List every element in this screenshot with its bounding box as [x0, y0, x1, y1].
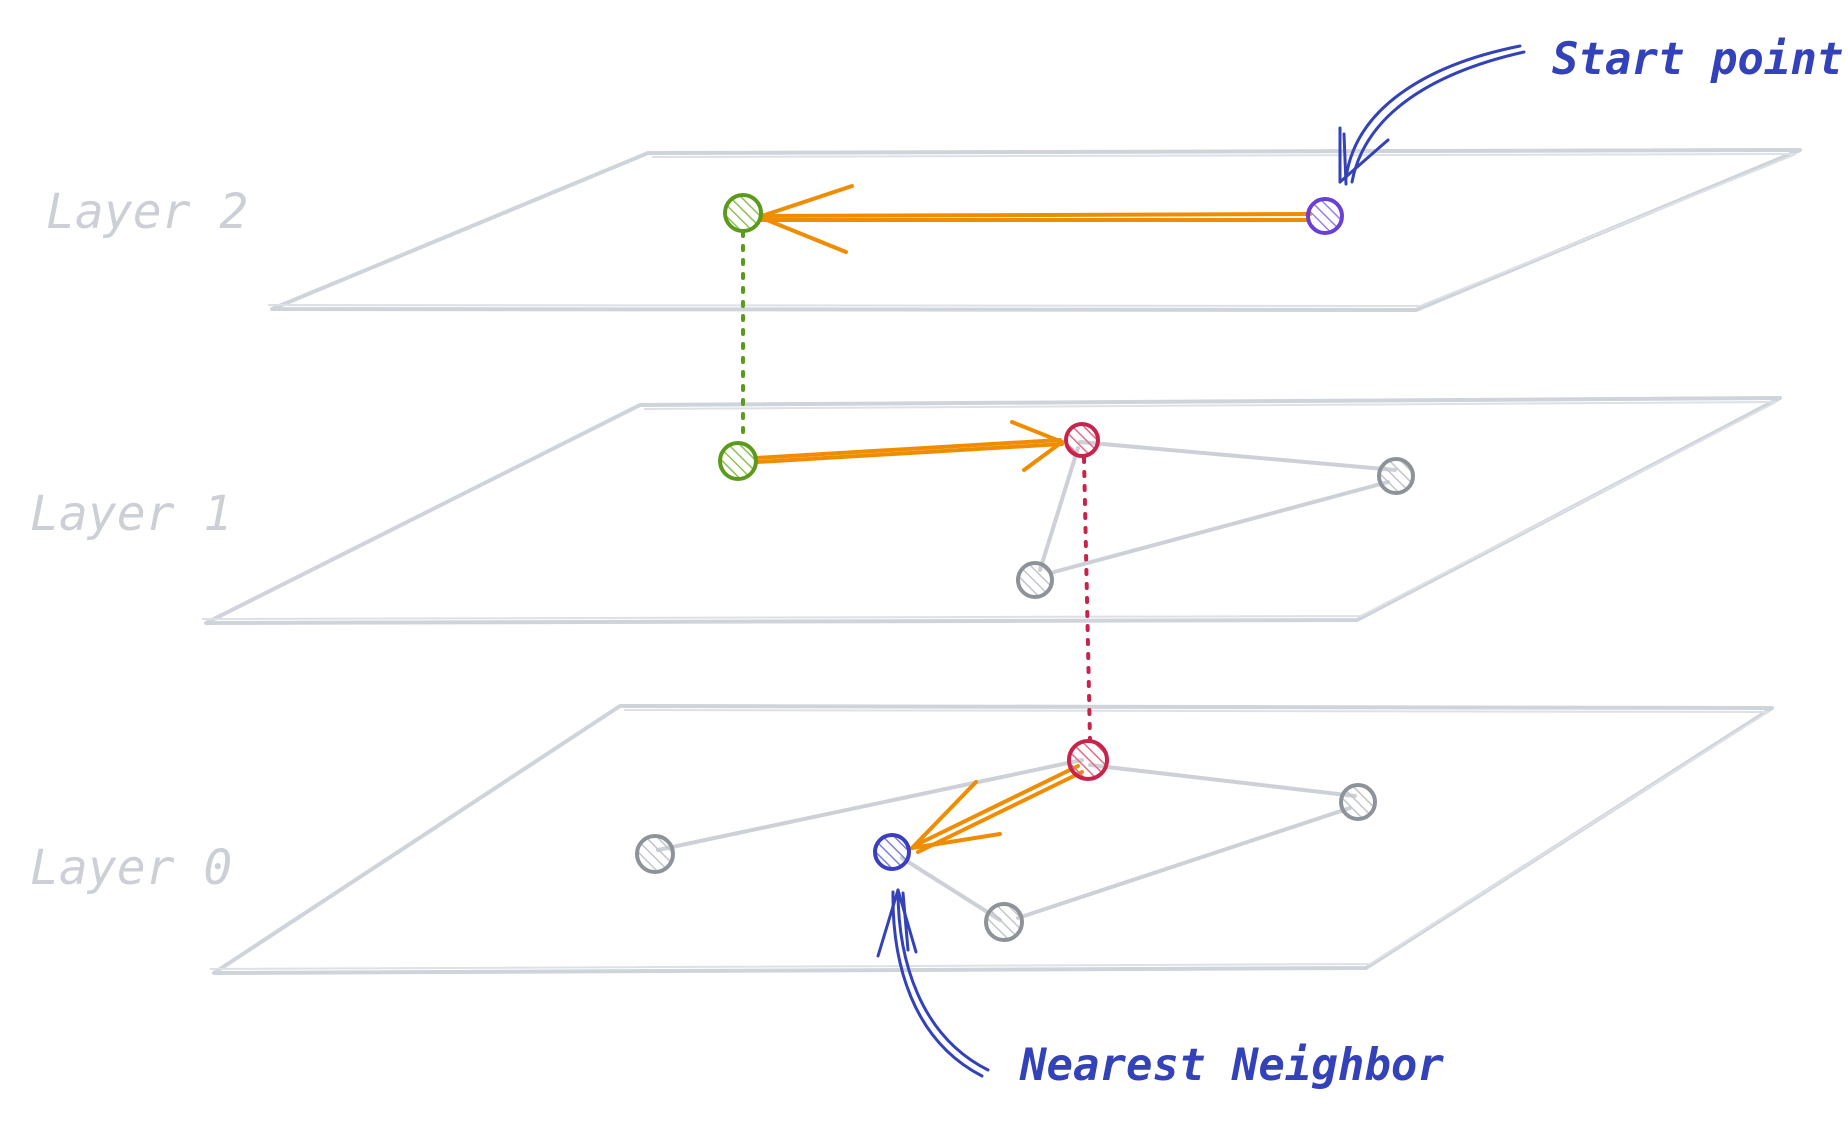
layer-0-label: Layer 0	[30, 840, 232, 896]
layer-1-arrowhead-upper	[1010, 420, 1064, 444]
nearest-neighbor-node	[873, 833, 911, 871]
layer-2-arrowhead-upper	[760, 184, 854, 218]
layer-2-green-node	[723, 193, 763, 233]
layer-1-gray-node-right	[1377, 457, 1415, 495]
layer-0-gray-node-right	[1339, 783, 1377, 821]
start-node	[1306, 197, 1344, 235]
search-path	[753, 184, 1312, 854]
red-interlayer-link	[1082, 456, 1092, 742]
layer-1-edges	[1038, 440, 1397, 574]
layer-1-red-node	[1064, 422, 1100, 458]
layer-1-gray-node-bottom	[1016, 561, 1054, 599]
start-point-callout-arrow	[1338, 44, 1526, 186]
layer-2-arrowhead-lower	[760, 216, 848, 254]
layer-2-label: Layer 2	[46, 184, 248, 240]
layer-1-plane	[201, 396, 1782, 625]
nearest-neighbor-label: Nearest Neighbor	[1019, 1040, 1444, 1091]
nearest-neighbor-callout-arrow	[876, 888, 990, 1078]
start-point-label: Start point	[1552, 34, 1843, 85]
layer-0-plane	[209, 704, 1774, 975]
layer-0-gray-node-left	[635, 834, 675, 874]
layer-0-gray-node-bottom	[984, 902, 1024, 942]
layer-1-green-node	[718, 441, 758, 481]
layer-0-edges	[656, 758, 1357, 922]
layer-0-arrowhead-lower	[910, 832, 1002, 850]
layer-0-arrowhead-upper	[910, 780, 978, 850]
layer-2-plane	[267, 148, 1802, 312]
layer-1-label: Layer 1	[30, 486, 232, 542]
layer-0-red-node	[1067, 739, 1109, 781]
layer-1-arrowhead-lower	[1022, 440, 1064, 472]
